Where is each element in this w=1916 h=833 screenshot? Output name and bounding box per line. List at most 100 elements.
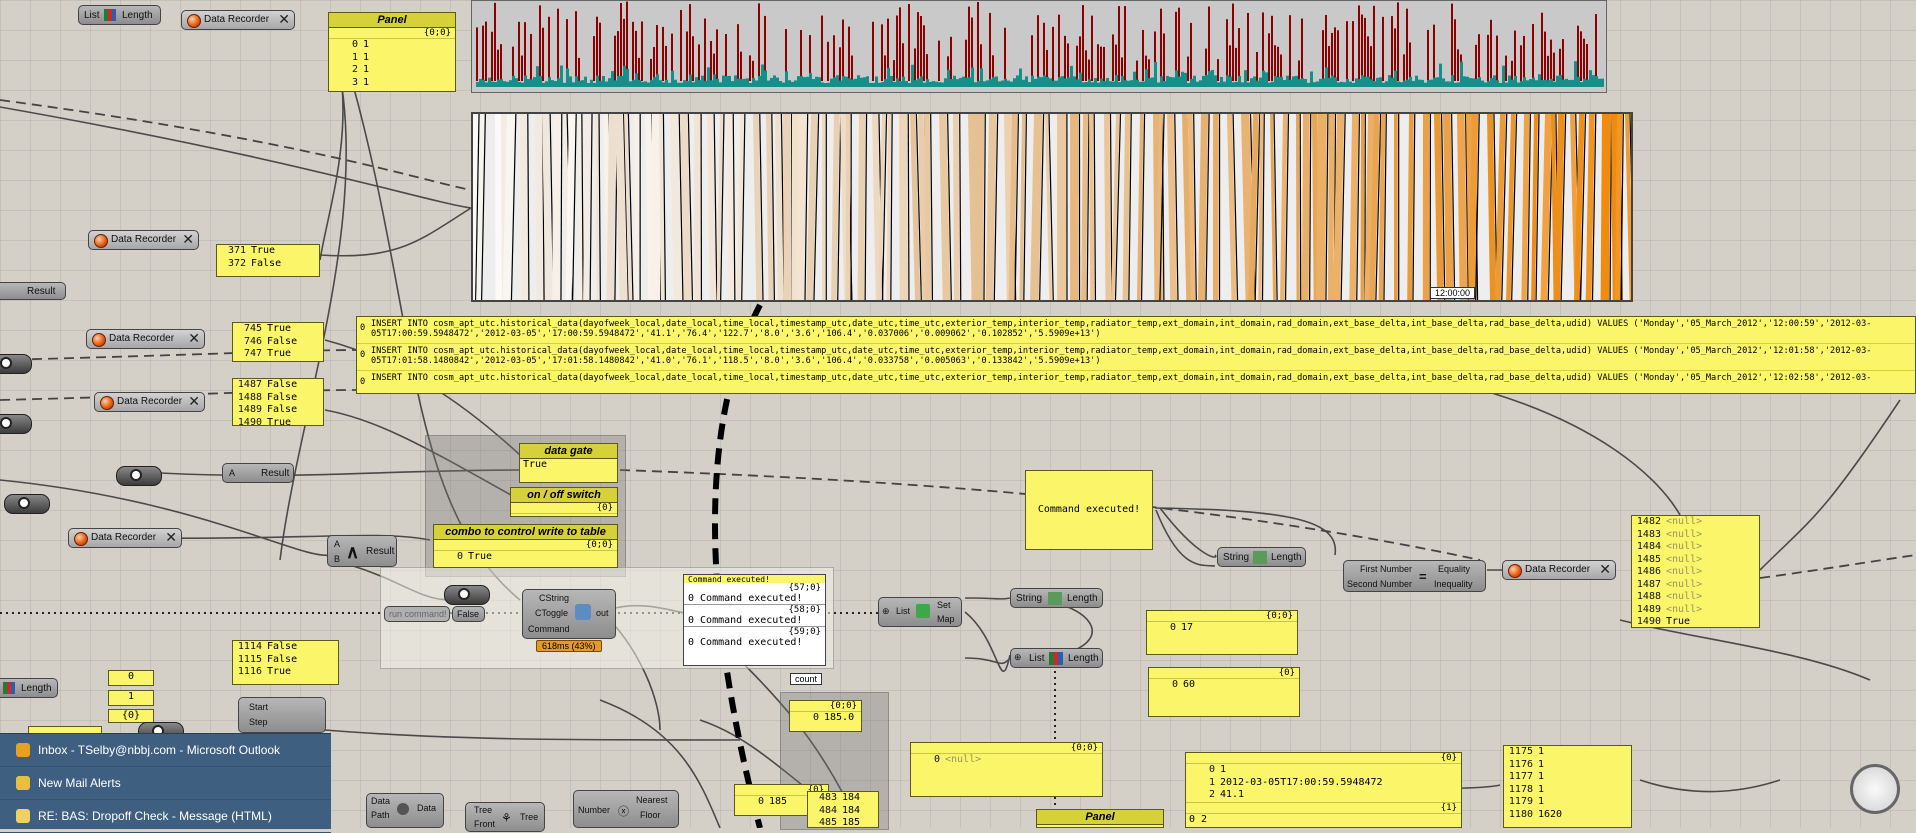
teal-bar [1001, 81, 1004, 87]
list-length-component-2[interactable]: ⊕ List Length [1010, 648, 1103, 668]
teal-bar [1415, 76, 1418, 87]
equality-component[interactable]: First Number Second Number = Equality In… [1343, 560, 1486, 592]
string-length-component-2[interactable]: String Length [1010, 588, 1103, 608]
red-bar [1586, 44, 1588, 81]
row-index: 1484 [1635, 541, 1661, 554]
command-log-panel[interactable]: Command executed! {57;0} 0 Command execu… [683, 574, 826, 666]
list-length-component[interactable]: List Length [78, 5, 161, 25]
stripe-line [1610, 114, 1611, 300]
taskbar-item-message[interactable]: RE: BAS: Dropoff Check - Message (HTML) [0, 800, 331, 833]
panel-null[interactable]: {0;0} 0<null> [910, 742, 1103, 797]
panel-on-off-switch[interactable]: on / off switch {0} [510, 487, 618, 517]
teal-bar [512, 76, 515, 87]
red-bar [686, 31, 688, 81]
stripe-line [1094, 114, 1095, 300]
red-bar [638, 58, 640, 81]
teal-bar [1055, 81, 1058, 87]
close-icon[interactable]: ✕ [1599, 561, 1611, 578]
close-icon[interactable]: ✕ [188, 393, 200, 410]
run-command-button[interactable]: run command! [384, 606, 450, 622]
teal-bar [1376, 78, 1379, 87]
red-bar [749, 55, 751, 81]
red-bar [740, 52, 742, 81]
data-path-component[interactable]: Data Path Data [366, 793, 444, 828]
close-icon[interactable]: ✕ [188, 330, 200, 347]
taskbar-item-mail-alerts[interactable]: New Mail Alerts [0, 767, 331, 800]
cstring-component[interactable]: CString CToggle Command out [522, 589, 616, 639]
close-icon[interactable]: ✕ [278, 11, 290, 28]
row-index: 1490 [1635, 616, 1661, 628]
teal-bar [1250, 78, 1253, 87]
number-1[interactable]: 1 [108, 690, 154, 706]
teal-bar [1286, 76, 1289, 87]
teal-bar [1061, 76, 1064, 87]
data-recorder-2[interactable]: Data Recorder✕ [88, 230, 199, 250]
red-bar [557, 9, 559, 81]
boolean-toggle-3[interactable] [116, 466, 162, 486]
boolean-toggle-5[interactable] [444, 585, 490, 605]
boolean-toggle-1[interactable] [0, 354, 32, 374]
red-bar [1397, 2, 1399, 81]
close-icon[interactable]: ✕ [182, 231, 194, 248]
panel-bottom[interactable]: Panel [1036, 809, 1164, 828]
canvas-navigation-widget[interactable] [1850, 764, 1900, 814]
data-recorder-6[interactable]: Data Recorder✕ [1502, 560, 1616, 580]
and-gate-component[interactable]: A B ∧ Result [327, 535, 397, 567]
taskbar-item-outlook[interactable]: Inbox - TSelby@nbbj.com - Microsoft Outl… [0, 734, 331, 767]
row-value: False [267, 379, 297, 390]
row-value: 1 [1538, 796, 1544, 807]
teal-bar [1412, 81, 1415, 87]
teal-bar [1007, 81, 1010, 87]
teal-bar [866, 76, 869, 87]
red-bar [872, 22, 874, 81]
data-recorder-1[interactable]: Data Recorder✕ [181, 10, 295, 30]
teal-bar [1439, 64, 1442, 87]
red-bar [1505, 56, 1507, 81]
teal-bar [1316, 81, 1319, 87]
length-component-left[interactable]: Length [0, 678, 58, 698]
boolean-toggle-4[interactable] [4, 494, 50, 514]
teal-bar [1205, 75, 1208, 87]
result-component-2[interactable]: A Result [222, 463, 294, 483]
set-map-component[interactable]: ⊕ List Set Map [878, 597, 962, 627]
close-icon[interactable]: ✕ [165, 529, 177, 546]
red-bar [1274, 45, 1276, 81]
teal-bar [1124, 80, 1127, 87]
data-recorder-5[interactable]: Data Recorder✕ [68, 528, 182, 548]
panel-data-gate[interactable]: data gate True [519, 443, 618, 483]
teal-bar [818, 77, 821, 87]
teal-bar [563, 83, 566, 87]
row-value: <null> [1666, 541, 1702, 552]
teal-bar [1367, 77, 1370, 87]
panel-command-executed[interactable]: Command executed! [1025, 470, 1153, 550]
panel-right-recorder[interactable]: 1482<null>1483<null>1484<null>1485<null>… [1631, 515, 1760, 628]
teal-bar [1232, 82, 1235, 87]
teal-bar [1394, 71, 1397, 87]
red-bar [518, 22, 520, 81]
result-component-1[interactable]: Result [0, 282, 66, 300]
number-0[interactable]: 0 [108, 670, 154, 686]
series-component[interactable]: Start Step [238, 697, 326, 733]
false-value[interactable]: False [452, 606, 485, 622]
string-length-component-1[interactable]: String Length [1217, 547, 1306, 567]
row-index: 1114 [236, 641, 262, 654]
data-recorder-3[interactable]: Data Recorder✕ [86, 329, 205, 349]
boolean-toggle-2[interactable] [0, 414, 32, 434]
nearest-floor-component[interactable]: Number ⓧ Nearest Floor [573, 790, 679, 828]
data-recorder-4[interactable]: Data Recorder✕ [94, 392, 205, 412]
teal-bar [1559, 75, 1562, 87]
